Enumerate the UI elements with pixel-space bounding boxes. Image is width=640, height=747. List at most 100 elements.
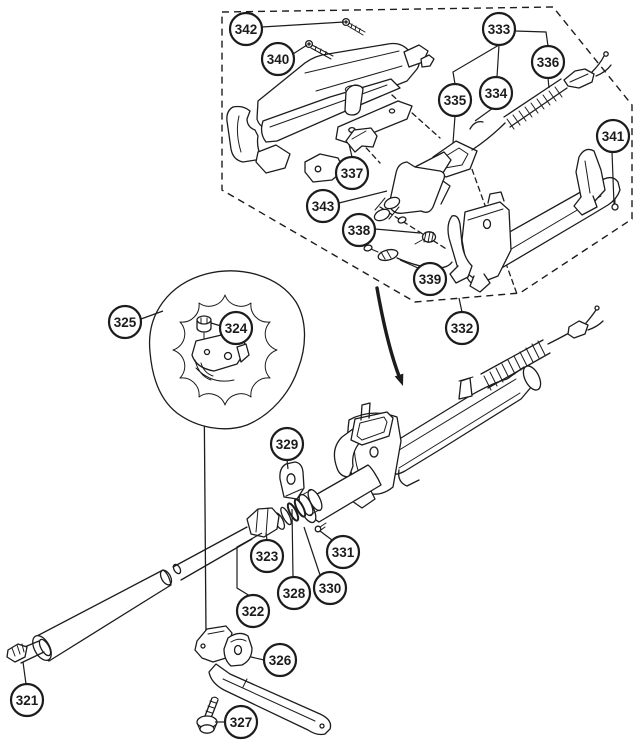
- callout-331[interactable]: 331: [319, 530, 361, 570]
- callout-326[interactable]: 326: [250, 642, 298, 678]
- callout-number-328: 328: [283, 586, 306, 601]
- tilt-pawl-art: [345, 127, 453, 269]
- callout-325[interactable]: 325: [107, 304, 164, 340]
- callout-circle-333[interactable]: [481, 11, 517, 47]
- leader-line-330-1: [303, 526, 321, 576]
- callout-335[interactable]: 335: [437, 82, 473, 144]
- callout-circle-334[interactable]: [478, 75, 514, 111]
- inset-exploded-art: [226, 17, 621, 293]
- callout-324[interactable]: 324: [210, 310, 254, 346]
- arrow-head-icon: [394, 373, 404, 386]
- leader-line-339-1: [399, 259, 419, 269]
- callout-number-327: 327: [230, 715, 253, 730]
- callout-circle-337[interactable]: [334, 155, 370, 191]
- callout-circle-341[interactable]: [595, 118, 631, 154]
- inset-pointer-arrow: [375, 286, 404, 386]
- alignment-dash-4: [379, 206, 449, 251]
- callout-circle-340[interactable]: [260, 41, 296, 77]
- callout-number-335: 335: [444, 93, 467, 108]
- leader-line-325-1: [140, 310, 164, 320]
- callout-number-331: 331: [332, 545, 355, 560]
- callout-337[interactable]: 337: [334, 143, 370, 191]
- callout-number-321: 321: [16, 693, 39, 708]
- leader-line-337-1: [348, 143, 353, 158]
- callout-number-343: 343: [312, 199, 335, 214]
- callout-343[interactable]: 343: [305, 188, 388, 224]
- callout-329[interactable]: 329: [269, 426, 305, 470]
- callout-number-329: 329: [276, 437, 299, 452]
- callout-number-334: 334: [485, 86, 508, 101]
- leader-line-340-1: [292, 44, 308, 55]
- callout-341[interactable]: 341: [595, 118, 631, 205]
- callout-circle-331[interactable]: [325, 534, 361, 570]
- callout-circle-323[interactable]: [249, 538, 285, 574]
- callout-circle-336[interactable]: [530, 44, 566, 80]
- callout-number-340: 340: [267, 52, 290, 67]
- callout-circle-339[interactable]: [412, 261, 448, 297]
- leader-line-326-1: [250, 656, 265, 661]
- callout-circle-324[interactable]: [218, 310, 254, 346]
- callout-circle-321[interactable]: [9, 682, 45, 718]
- callout-number-323: 323: [256, 549, 279, 564]
- callout-336[interactable]: 336: [530, 44, 566, 89]
- callout-number-330: 330: [319, 581, 342, 596]
- callout-circle-338[interactable]: [341, 212, 377, 248]
- callout-number-326: 326: [269, 653, 292, 668]
- callout-circle-328[interactable]: [276, 575, 312, 611]
- callout-333[interactable]: 333: [452, 11, 549, 85]
- steering-column-art: [6, 305, 604, 664]
- callout-328[interactable]: 328: [276, 508, 312, 611]
- callout-number-342: 342: [235, 22, 258, 37]
- callout-327[interactable]: 327: [215, 704, 259, 740]
- callout-338[interactable]: 338: [341, 212, 421, 248]
- callout-circle-332[interactable]: [444, 310, 480, 346]
- steering-wheel-art: [148, 270, 306, 430]
- callout-circle-322[interactable]: [235, 593, 271, 629]
- callout-number-324: 324: [225, 321, 248, 336]
- callout-330[interactable]: 330: [303, 526, 348, 606]
- alignment-dash-3: [468, 160, 518, 295]
- callout-342[interactable]: 342: [228, 11, 345, 47]
- callout-number-322: 322: [242, 604, 265, 619]
- callout-number-333: 333: [488, 22, 511, 37]
- callout-circle-335[interactable]: [437, 82, 473, 118]
- column-bracket-art: [447, 148, 621, 293]
- callout-332[interactable]: 332: [444, 297, 480, 346]
- leader-line-334-1: [474, 107, 494, 122]
- leader-line-323-1: [265, 532, 268, 541]
- callout-321[interactable]: 321: [9, 661, 45, 718]
- callout-339[interactable]: 339: [399, 259, 448, 297]
- leader-line-332-1: [458, 297, 463, 313]
- callout-circle-330[interactable]: [312, 570, 348, 606]
- callout-circle-329[interactable]: [269, 426, 305, 462]
- alignment-dash-1: [347, 127, 381, 164]
- callout-number-325: 325: [114, 315, 137, 330]
- leader-line-328-1: [291, 508, 294, 578]
- leader-line-333-3: [514, 30, 549, 47]
- callouts: 321 322 323 324 325 326 327 328 329 330 331 332 333 3…: [9, 11, 631, 740]
- leader-line-342-1: [261, 21, 345, 28]
- leader-line-329-1: [286, 459, 289, 470]
- callout-323[interactable]: 323: [249, 532, 285, 574]
- callout-circle-325[interactable]: [107, 304, 143, 340]
- callout-number-332: 332: [451, 321, 474, 336]
- callout-322[interactable]: 322: [235, 532, 271, 629]
- leader-line-321-1: [22, 661, 27, 685]
- callout-334[interactable]: 334: [474, 75, 514, 122]
- callout-number-338: 338: [348, 223, 371, 238]
- callout-circle-327[interactable]: [223, 704, 259, 740]
- leader-line-338-1: [374, 228, 421, 234]
- column-housing-art: [226, 42, 435, 183]
- inset-box-border: [221, 6, 633, 303]
- callout-circle-326[interactable]: [262, 642, 298, 678]
- leader-line-335-1: [452, 115, 456, 144]
- callout-number-337: 337: [341, 166, 364, 181]
- leader-line-336-1: [547, 77, 550, 89]
- callout-circle-342[interactable]: [228, 11, 264, 47]
- callout-circle-343[interactable]: [305, 188, 341, 224]
- arrow-shaft: [375, 286, 401, 378]
- callout-number-341: 341: [602, 129, 625, 144]
- callout-340[interactable]: 340: [260, 41, 308, 77]
